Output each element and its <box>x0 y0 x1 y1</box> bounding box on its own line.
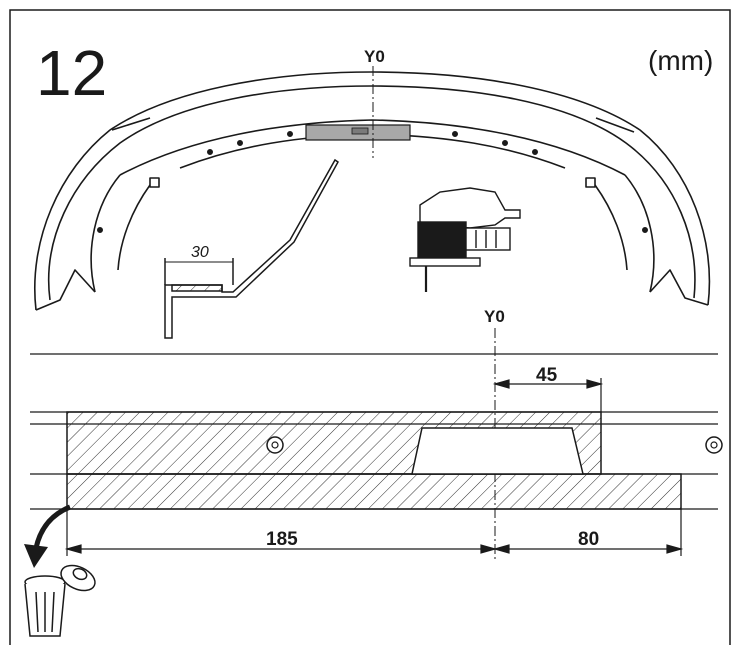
units-label: (mm) <box>648 45 713 76</box>
flange-detail <box>164 158 339 339</box>
axis-label-top: Y0 <box>364 47 385 66</box>
frame-border <box>9 9 731 645</box>
trash-bin-icon <box>24 575 66 637</box>
clip-part-icon <box>60 564 96 592</box>
dimension-lines <box>64 378 684 556</box>
mounting-hole-right-icon <box>705 436 723 454</box>
axis-label-bottom: Y0 <box>484 307 505 326</box>
dimension-45: 45 <box>536 365 558 386</box>
dimension-185: 185 <box>266 529 298 550</box>
cross-section <box>66 411 682 510</box>
step-number: 12 <box>36 37 107 109</box>
bumper-illustration <box>34 71 711 311</box>
dimension-80: 80 <box>578 529 599 550</box>
discard-arrow-icon <box>24 504 72 568</box>
scroll-saw-icon <box>409 187 521 292</box>
flange-width-label: 30 <box>191 244 209 261</box>
mounting-hole-icon <box>266 436 284 454</box>
